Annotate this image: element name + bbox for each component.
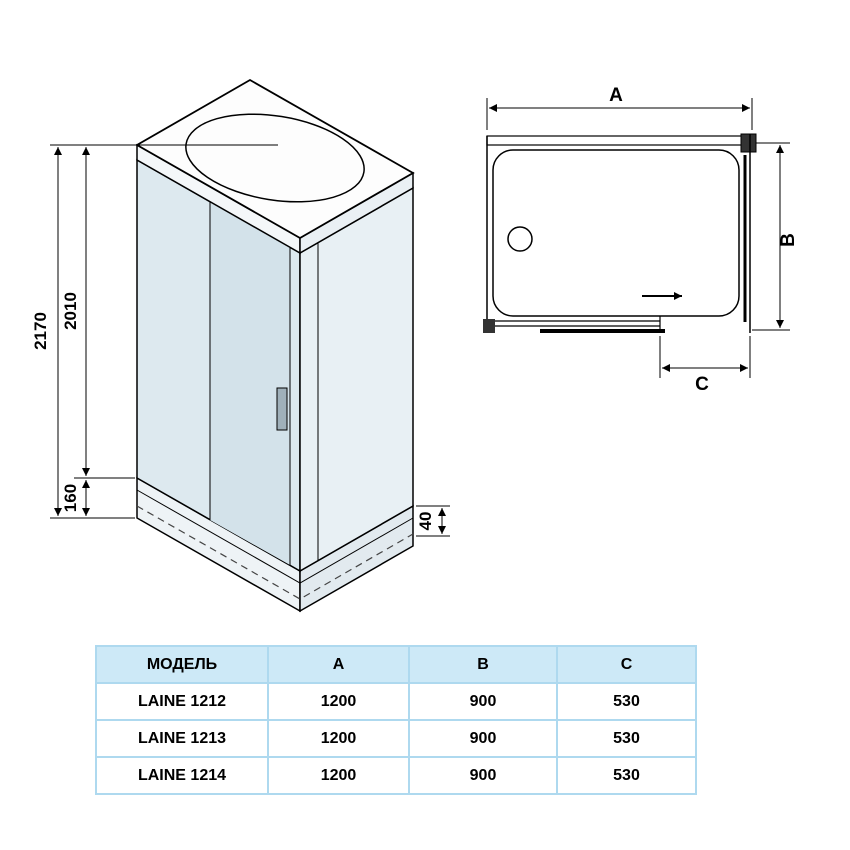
table-row: LAINE 1213 1200 900 530 [95, 719, 697, 758]
value-b-cell: 900 [408, 719, 558, 758]
model-name-cell: LAINE 1212 [95, 682, 269, 721]
value-c-cell: 530 [556, 682, 697, 721]
drain-circle [507, 226, 533, 252]
value-c-cell: 530 [556, 756, 697, 795]
sliding-door-panel [210, 202, 290, 565]
table-header-row: МОДЕЛЬ A B C [95, 645, 697, 684]
wall-profile-top [486, 135, 751, 146]
glass-right-face [299, 186, 414, 573]
shower-tray-outline [492, 149, 740, 317]
table-header-b: B [408, 645, 558, 684]
front-view-dimensions [50, 144, 450, 537]
dim-c-label: C [695, 374, 709, 395]
dim-a-label: A [609, 85, 623, 106]
roof-top-face [135, 78, 415, 240]
dim-glass-height-label: 2010 [61, 292, 80, 330]
front-view-cabin [135, 78, 415, 613]
top-view-dimensions [486, 98, 790, 378]
dim-b-label: B [778, 233, 799, 247]
value-a-cell: 1200 [267, 756, 410, 795]
value-a-cell: 1200 [267, 719, 410, 758]
table-row: LAINE 1214 1200 900 530 [95, 756, 697, 795]
value-a-cell: 1200 [267, 682, 410, 721]
dim-total-height-label: 2170 [31, 312, 50, 350]
model-name-cell: LAINE 1214 [95, 756, 269, 795]
wall-corner-block [740, 133, 757, 153]
table-header-c: C [556, 645, 697, 684]
dim-tray-height-label: 160 [61, 484, 80, 512]
models-table: МОДЕЛЬ A B C LAINE 1212 1200 900 530 LAI… [95, 645, 697, 795]
table-header-model: МОДЕЛЬ [95, 645, 269, 684]
technical-drawing: 2170 2010 160 40 [31, 78, 799, 613]
tray-apron-dashed-line [136, 505, 414, 600]
tray-rim-line [136, 489, 414, 584]
dim-tray-lip-label: 40 [416, 512, 435, 531]
value-c-cell: 530 [556, 719, 697, 758]
table-row: LAINE 1212 1200 900 530 [95, 682, 697, 721]
model-name-cell: LAINE 1213 [95, 719, 269, 758]
top-view [483, 133, 757, 333]
rail-end-block [483, 319, 495, 333]
roof-dome-oval [185, 113, 365, 203]
value-b-cell: 900 [408, 682, 558, 721]
value-b-cell: 900 [408, 756, 558, 795]
table-header-a: A [267, 645, 410, 684]
door-handle [276, 387, 288, 431]
